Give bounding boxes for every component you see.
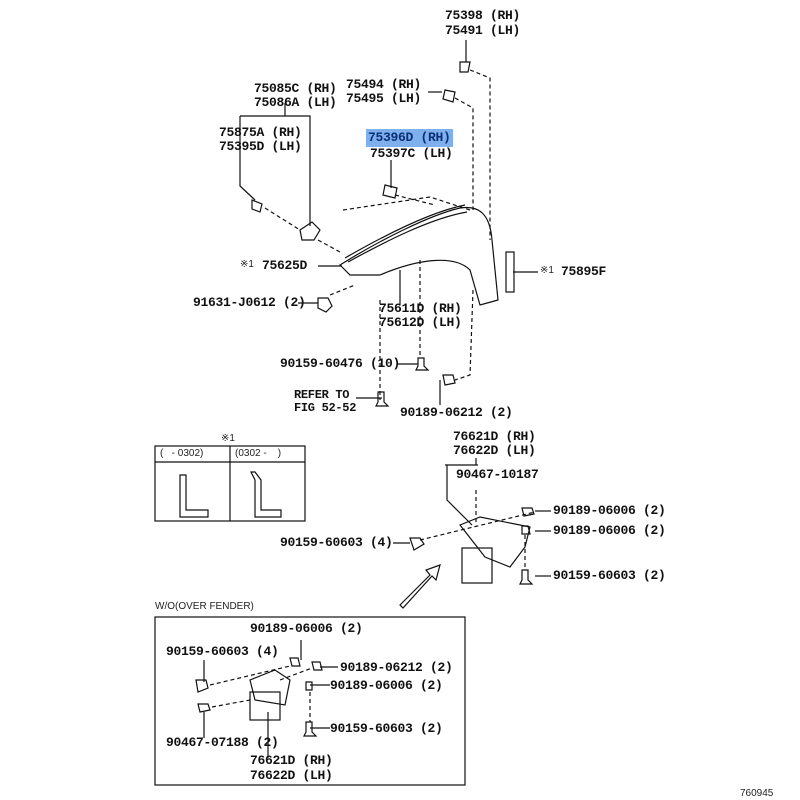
part-label-76621d[interactable]: 76621D (RH) <box>453 429 536 444</box>
inset-label-90189-06006[interactable]: 90189-06006 (2) <box>330 678 443 693</box>
refer-fig-link[interactable]: FIG 52-52 <box>294 401 357 415</box>
inset-box <box>154 616 466 786</box>
diagram-id: 760945 <box>740 788 774 799</box>
inset-label-76621d[interactable]: 76621D (RH) <box>250 753 333 768</box>
note-table <box>154 445 306 522</box>
inset-label-90159-60603[interactable]: 90159-60603 (4) <box>166 644 279 659</box>
part-label-75611d[interactable]: 75611D (RH) <box>379 301 462 316</box>
refer-to-text: REFER TO <box>294 388 350 402</box>
note-table-col-2: (0302 - ) <box>235 448 282 459</box>
direction-arrow <box>399 564 441 609</box>
leader-lines <box>239 40 551 577</box>
part-label-75397c[interactable]: 75397C (LH) <box>370 146 453 161</box>
part-label-75875a[interactable]: 75875A (RH) <box>219 125 302 140</box>
part-label-75395d[interactable]: 75395D (LH) <box>219 139 302 154</box>
inset-label-90189-06212[interactable]: 90189-06212 (2) <box>340 660 453 675</box>
part-label-90159-60603[interactable]: 90159-60603 (2) <box>553 568 666 583</box>
part-label-75491[interactable]: 75491 (LH) <box>445 23 521 38</box>
dashed-lines <box>264 69 536 570</box>
note-mark: ※1 <box>240 259 254 270</box>
part-label-75086a[interactable]: 75086A (LH) <box>254 95 337 110</box>
part-label-90159-60603[interactable]: 90159-60603 (4) <box>280 535 393 550</box>
part-label-75085c[interactable]: 75085C (RH) <box>254 81 337 96</box>
part-label-90159-60476[interactable]: 90159-60476 (10) <box>280 356 401 371</box>
part-label-76622d[interactable]: 76622D (LH) <box>453 443 536 458</box>
inset-label-90159-60603[interactable]: 90159-60603 (2) <box>330 721 443 736</box>
part-label-75396d-selected[interactable]: 75396D (RH) <box>366 129 453 147</box>
inset-label-76622d[interactable]: 76622D (LH) <box>250 768 333 783</box>
part-label-90467-10187[interactable]: 90467-10187 <box>456 467 539 482</box>
part-label-75398[interactable]: 75398 (RH) <box>445 8 521 23</box>
part-label-90189-06006[interactable]: 90189-06006 (2) <box>553 523 666 538</box>
part-label-75625d[interactable]: 75625D <box>262 258 308 273</box>
note-table-col-1: ( - 0302) <box>160 448 204 459</box>
part-label-90189-06212[interactable]: 90189-06212 (2) <box>400 405 513 420</box>
over-fender-shape <box>251 61 515 407</box>
inset-label-90189-06006[interactable]: 90189-06006 (2) <box>250 621 363 636</box>
part-label-75494[interactable]: 75494 (RH) <box>346 77 422 92</box>
part-label-91631-j0612[interactable]: 91631-J0612 (2) <box>193 295 306 310</box>
part-label-75612d[interactable]: 75612D (LH) <box>379 315 462 330</box>
part-label-90189-06006[interactable]: 90189-06006 (2) <box>553 503 666 518</box>
note-table-mark: ※1 <box>221 433 235 444</box>
mudguard-shape <box>399 507 535 609</box>
part-label-75895f[interactable]: 75895F <box>561 264 607 279</box>
inset-label-90467-07188[interactable]: 90467-07188 (2) <box>166 735 279 750</box>
inset-title: W/O(OVER FENDER) <box>155 601 254 612</box>
part-label-75495[interactable]: 75495 (LH) <box>346 91 422 106</box>
note-mark: ※1 <box>540 265 554 276</box>
